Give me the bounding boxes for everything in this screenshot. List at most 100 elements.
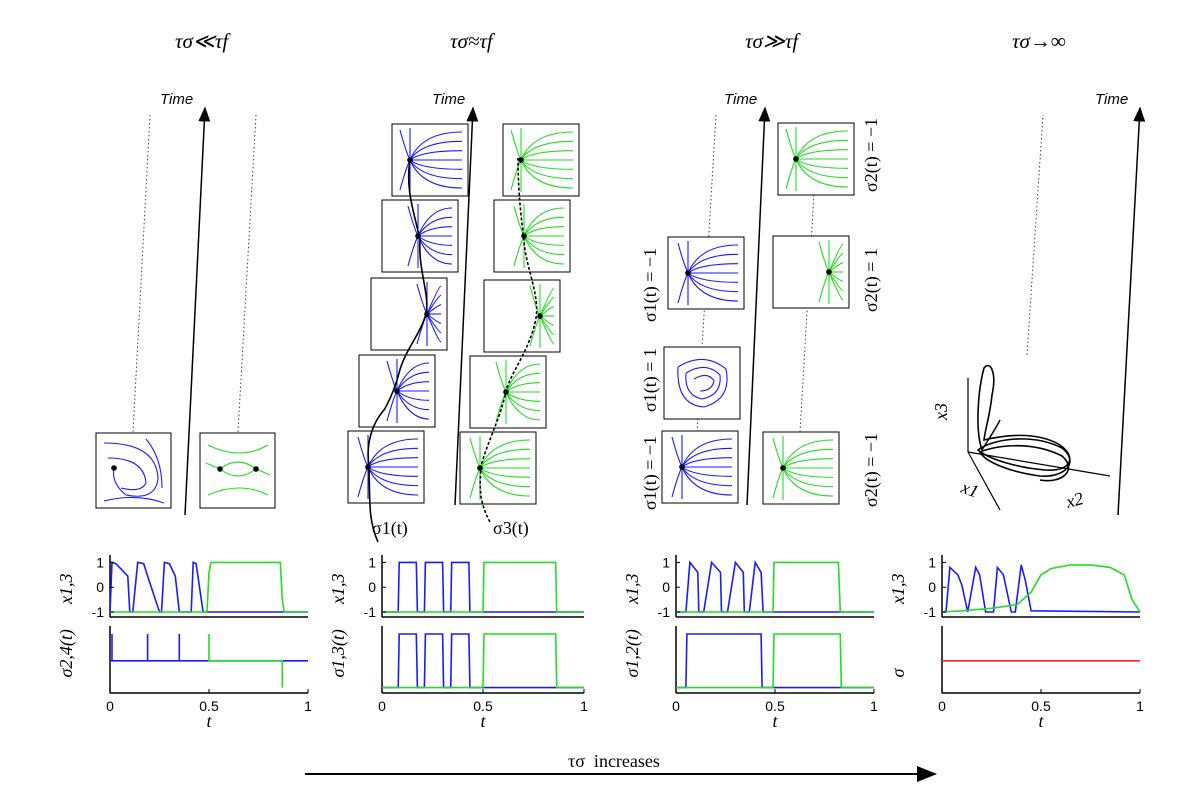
y-axis-label: σ1,2(t) (622, 629, 643, 677)
x-tick-label: 0.5 (199, 698, 219, 714)
equilibrium-point (253, 466, 259, 472)
phase-space-3d (967, 364, 1111, 511)
series-green (382, 633, 584, 689)
equilibrium-point (394, 388, 400, 394)
equilibrium-point (111, 465, 117, 471)
phase-portrait-10 (483, 279, 561, 353)
y-tick-label: 1 (928, 554, 936, 570)
equilibrium-point (780, 465, 786, 471)
series-blue (382, 561, 584, 613)
x-tick-label: 1 (1136, 698, 1144, 714)
dotted-guide-1a (132, 114, 151, 433)
phase-portrait-8 (502, 123, 580, 197)
y-tick-label: 0 (662, 579, 670, 595)
dotted-guide-4 (1026, 114, 1044, 356)
y-tick-label: -1 (364, 604, 377, 620)
y-tick-label: 0 (928, 579, 936, 595)
phase-portrait-9 (493, 199, 571, 273)
x-tick-label: 0 (106, 698, 114, 714)
series-green (382, 561, 584, 613)
trajectory-label-sigma3: σ3(t) (493, 518, 529, 539)
chart-panel2-switch: 0 0.5 1 σ1,3(t) t (328, 626, 588, 731)
chart-panel4-state: 1 0 -1 x1,3 (888, 554, 1141, 620)
y-tick-label: -1 (924, 604, 937, 620)
phase-portrait-7 (347, 430, 425, 504)
panel-title-3: τσ≫τf (745, 29, 801, 53)
equilibrium-point (365, 464, 371, 470)
chart-panel2-state: 10-1x1,3 (328, 554, 584, 620)
time-arrow-1 (184, 106, 211, 516)
axis-3d-x2: x2 (1063, 488, 1086, 512)
phase-portrait-12 (459, 431, 537, 505)
phase-portrait-17 (772, 235, 850, 309)
y-tick-label: 0 (368, 579, 376, 595)
equilibrium-point (537, 313, 543, 319)
phase-portrait-15 (661, 430, 739, 504)
trajectory-label-sigma1: σ1(t) (372, 518, 408, 539)
x-tick-label: 0.5 (1031, 698, 1051, 714)
series-green (110, 561, 308, 613)
time-series-charts: 1 0 -1 x1,3 0 0.5 1 σ2,4(t) t 1 0 -1 x1,3 0 0.5 1 σ1,3(t… (56, 554, 1144, 731)
phase-portrait-3 (391, 123, 469, 197)
series-blue (942, 564, 1141, 613)
phase-portrait-18 (762, 431, 840, 505)
chart-panel3-state: 1 0 -1 x1,3 (622, 554, 874, 620)
x-tick-label: 1 (580, 698, 588, 714)
dotted-guide-1b (237, 114, 257, 433)
equilibrium-point (217, 466, 223, 472)
switch-label-left-2: σ1(t) = 1 (640, 348, 661, 412)
switch-label-left-1: σ1(t) = −1 (640, 248, 661, 322)
equilibrium-point (685, 270, 691, 276)
series-green (208, 634, 284, 688)
equilibrium-point (826, 269, 832, 275)
x-tick-label: 0.5 (473, 698, 493, 714)
y-tick-label: -1 (658, 604, 671, 620)
phase-portrait-5 (370, 277, 448, 351)
y-axis-label: σ2,4(t) (56, 629, 77, 677)
time-arrow-4 (1117, 106, 1146, 516)
time-arrow-2 (454, 106, 479, 506)
axis-3d-x1: x1 (958, 477, 982, 502)
y-tick-label: 1 (662, 554, 670, 570)
x-axis-label: t (480, 711, 486, 731)
series-green (676, 633, 874, 689)
x-axis-label: t (206, 711, 212, 731)
chart-panel4-switch: 0 0.5 1 σ t (888, 626, 1144, 731)
trajectory-curve-sigma3 (479, 157, 538, 523)
x-axis-label: t (1038, 711, 1044, 731)
y-tick-label: 1 (96, 554, 104, 570)
series-green (676, 561, 874, 613)
series-blue (382, 633, 584, 689)
switch-label-right-3: σ2(t) = −1 (861, 433, 882, 507)
y-axis-label: σ1,3(t) (328, 629, 349, 677)
phase-portrait-boxes (95, 122, 855, 509)
series-blue (676, 633, 874, 689)
time-label-3: Time (724, 91, 757, 108)
chart-panel1-switch: 0 0.5 1 σ2,4(t) t (56, 626, 312, 731)
equilibrium-point (679, 464, 685, 470)
series-blue (676, 559, 874, 613)
y-axis-label: x1,3 (56, 574, 76, 606)
x-axis-label: t (772, 711, 778, 731)
x-tick-label: 1 (304, 698, 312, 714)
y-axis-label: x1,3 (622, 574, 642, 606)
series-green (941, 564, 1141, 613)
x-tick-label: 1 (870, 698, 878, 714)
series-blue (110, 634, 308, 662)
y-axis-label: x1,3 (888, 574, 908, 606)
y-tick-label: -1 (92, 604, 105, 620)
panel-title-4: τσ→∞ (1012, 29, 1066, 53)
axis-3d-x3: x3 (931, 403, 951, 421)
time-label-2: Time (432, 91, 465, 108)
y-tick-label: 1 (368, 554, 376, 570)
x-tick-label: 0 (938, 698, 946, 714)
x-tick-label: 0.5 (765, 698, 785, 714)
switch-label-right-1: σ2(t) = −1 (861, 118, 882, 192)
phase-portrait-1 (95, 432, 172, 509)
y-axis-label: σ (888, 668, 908, 678)
phase-portrait-14 (663, 346, 741, 420)
phase-portrait-2 (199, 432, 276, 509)
x-tick-label: 0 (378, 698, 386, 714)
